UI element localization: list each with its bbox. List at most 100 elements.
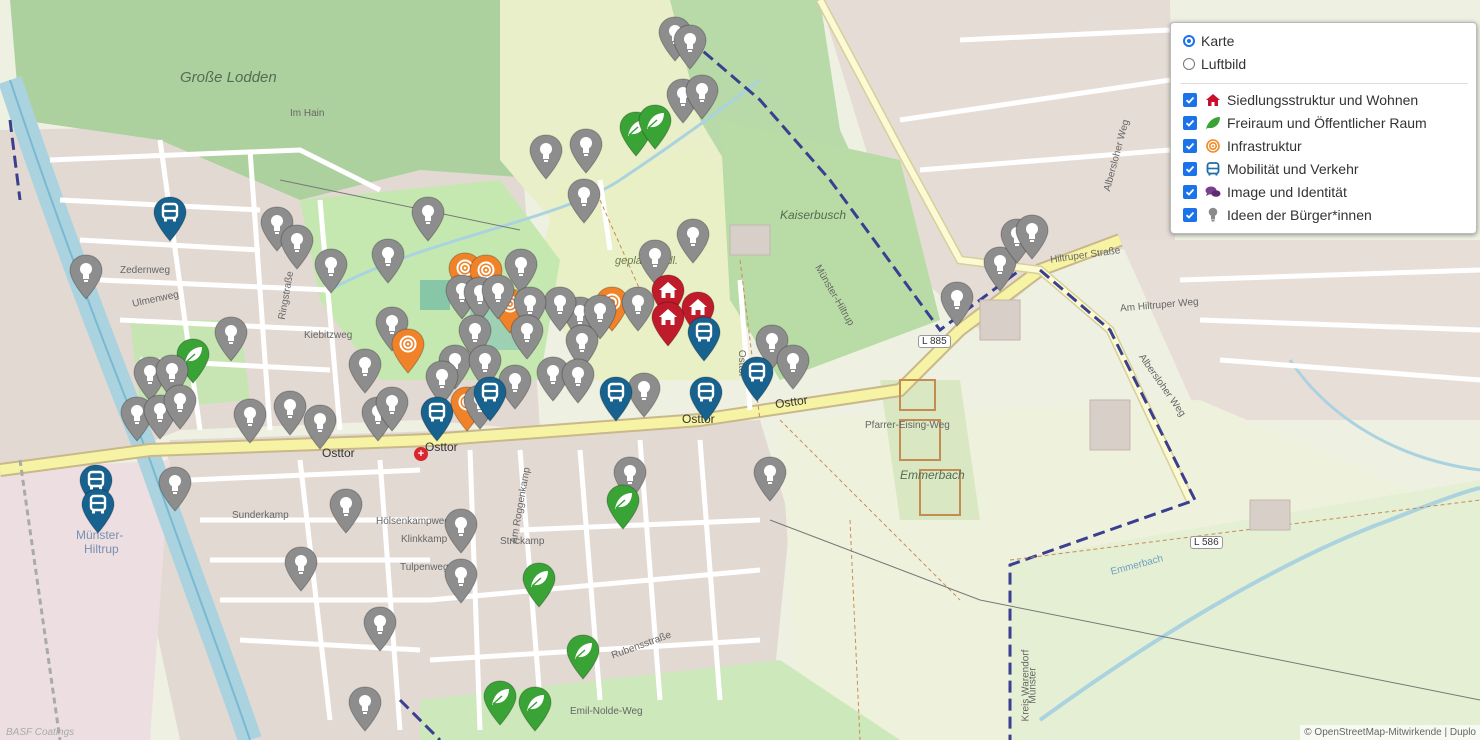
map-marker-lightbulb[interactable]	[685, 74, 719, 120]
lightbulb-icon	[1015, 214, 1049, 260]
map-marker-leaf[interactable]	[522, 562, 556, 608]
map-marker-lightbulb[interactable]	[627, 372, 661, 418]
map-marker-lightbulb[interactable]	[214, 316, 248, 362]
overlay-freiraum[interactable]: Freiraum und Öffentlicher Raum	[1183, 111, 1470, 134]
map-marker-lightbulb[interactable]	[69, 254, 103, 300]
street-label-im-hain: Im Hain	[290, 108, 325, 119]
map-marker-lightbulb[interactable]	[411, 196, 445, 242]
map-marker-bus[interactable]	[599, 376, 633, 422]
lightbulb-icon	[940, 281, 974, 327]
map-marker-lightbulb[interactable]	[371, 238, 405, 284]
layer-control-separator	[1181, 83, 1468, 84]
map-marker-lightbulb[interactable]	[481, 274, 515, 320]
map-marker-lightbulb[interactable]	[444, 508, 478, 554]
map-marker-leaf[interactable]	[638, 104, 672, 150]
lightbulb-icon	[233, 398, 267, 444]
overlay-infrastruktur[interactable]: Infrastruktur	[1183, 134, 1470, 157]
checkbox-freiraum[interactable]	[1183, 115, 1197, 130]
overlay-siedlungsstruktur[interactable]: Siedlungsstruktur und Wohnen	[1183, 88, 1470, 111]
map-marker-bus[interactable]	[473, 376, 507, 422]
map-marker-lightbulb[interactable]	[284, 546, 318, 592]
map-marker-lightbulb[interactable]	[569, 128, 603, 174]
map-marker-lightbulb[interactable]	[314, 248, 348, 294]
bus-icon	[1205, 161, 1221, 177]
map-marker-leaf[interactable]	[518, 686, 552, 732]
road-shield-l885: L 885	[918, 335, 951, 348]
map-marker-target[interactable]	[391, 328, 425, 374]
map-marker-lightbulb[interactable]	[753, 456, 787, 502]
lightbulb-icon	[561, 358, 595, 404]
map-marker-lightbulb[interactable]	[375, 386, 409, 432]
map-marker-leaf[interactable]	[483, 680, 517, 726]
lightbulb-icon	[638, 239, 672, 285]
map-marker-lightbulb[interactable]	[673, 24, 707, 70]
map-marker-lightbulb[interactable]	[444, 558, 478, 604]
overlay-image[interactable]: Image und Identität	[1183, 180, 1470, 203]
map-marker-lightbulb[interactable]	[1015, 214, 1049, 260]
lightbulb-icon	[163, 384, 197, 430]
map-marker-bus[interactable]	[153, 196, 187, 242]
map-marker-lightbulb[interactable]	[621, 286, 655, 332]
map-marker-lightbulb[interactable]	[983, 246, 1017, 292]
base-layer-luftbild[interactable]: Luftbild	[1183, 52, 1466, 75]
checkbox-mobilitaet[interactable]	[1183, 161, 1197, 176]
street-label-osttor-mid: Osttor	[322, 446, 355, 460]
map-marker-lightbulb[interactable]	[583, 294, 617, 340]
map-marker-lightbulb[interactable]	[776, 344, 810, 390]
checkbox-infrastruktur[interactable]	[1183, 138, 1197, 153]
street-label-muenster: Münster	[1027, 667, 1039, 704]
lightbulb-icon	[69, 254, 103, 300]
map-marker-lightbulb[interactable]	[329, 488, 363, 534]
lightbulb-icon	[444, 558, 478, 604]
map-marker-lightbulb[interactable]	[498, 364, 532, 410]
map-marker-lightbulb[interactable]	[163, 384, 197, 430]
map-marker-lightbulb[interactable]	[676, 218, 710, 264]
map-marker-lightbulb[interactable]	[510, 314, 544, 360]
lightbulb-icon	[280, 224, 314, 270]
map-marker-lightbulb[interactable]	[567, 178, 601, 224]
map-marker-lightbulb[interactable]	[273, 390, 307, 436]
map-marker-lightbulb[interactable]	[529, 134, 563, 180]
map-marker-leaf[interactable]	[566, 634, 600, 680]
layer-control[interactable]: Karte Luftbild Siedlungsstruktur und Woh…	[1170, 22, 1477, 234]
lightbulb-icon	[673, 24, 707, 70]
base-layer-karte[interactable]: Karte	[1183, 29, 1466, 52]
lightbulb-icon	[303, 404, 337, 450]
map-marker-lightbulb[interactable]	[638, 239, 672, 285]
checkbox-image[interactable]	[1183, 184, 1197, 199]
map-marker-bus[interactable]	[689, 376, 723, 422]
bus-icon	[420, 396, 454, 442]
map-attribution[interactable]: © OpenStreetMap-Mitwirkende | Duplo	[1300, 725, 1480, 740]
map-marker-bus[interactable]	[687, 316, 721, 362]
radio-karte[interactable]	[1183, 34, 1195, 47]
lightbulb-icon	[983, 246, 1017, 292]
map-marker-bus[interactable]	[740, 356, 774, 402]
map-marker-house[interactable]	[651, 301, 685, 347]
lightbulb-icon	[567, 178, 601, 224]
street-label-tulpenweg: Tulpenweg	[400, 562, 449, 573]
map-marker-bus[interactable]	[420, 396, 454, 442]
map-marker-lightbulb[interactable]	[233, 398, 267, 444]
map-marker-lightbulb[interactable]	[543, 286, 577, 332]
map-marker-lightbulb[interactable]	[348, 686, 382, 732]
map-marker-bus[interactable]	[81, 488, 115, 534]
map-marker-lightbulb[interactable]	[363, 606, 397, 652]
checkbox-siedlungsstruktur[interactable]	[1183, 92, 1197, 107]
checkbox-ideen[interactable]	[1183, 207, 1197, 222]
overlay-label: Image und Identität	[1227, 183, 1347, 200]
overlay-ideen[interactable]: Ideen der Bürger*innen	[1183, 203, 1470, 226]
map-marker-lightbulb[interactable]	[348, 348, 382, 394]
radio-luftbild[interactable]	[1183, 57, 1195, 70]
map-marker-lightbulb[interactable]	[303, 404, 337, 450]
map-marker-lightbulb[interactable]	[561, 358, 595, 404]
map-marker-lightbulb[interactable]	[940, 281, 974, 327]
map-marker-lightbulb[interactable]	[536, 356, 570, 402]
base-layer-label: Karte	[1201, 32, 1235, 49]
overlay-mobilitaet[interactable]: Mobilität und Verkehr	[1183, 157, 1470, 180]
map-marker-lightbulb[interactable]	[280, 224, 314, 270]
map-marker-lightbulb[interactable]	[425, 360, 459, 406]
map-marker-leaf[interactable]	[606, 484, 640, 530]
lightbulb-icon	[1205, 207, 1221, 223]
map-marker-lightbulb[interactable]	[158, 466, 192, 512]
